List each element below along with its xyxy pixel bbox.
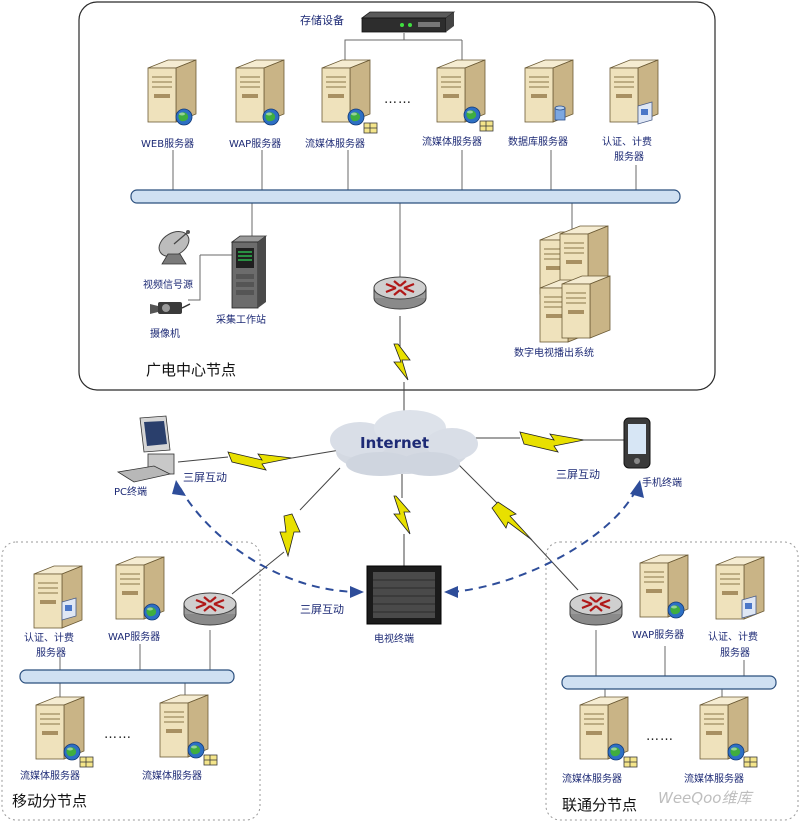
mobile-auth-label-1: 认证、计费 — [24, 631, 74, 644]
tv-terminal — [366, 565, 442, 625]
center-node-frame — [78, 1, 716, 391]
interaction-label-left: 三屏互动 — [183, 471, 227, 484]
unicom-node-title: 联通分节点 — [562, 796, 637, 814]
mobile-streaming-a-label: 流媒体服务器 — [20, 769, 80, 782]
storage-device — [360, 11, 456, 33]
unicom-ellipsis: …… — [646, 729, 674, 744]
pc-terminal-label: PC终端 — [114, 485, 147, 498]
camera-icon — [150, 302, 191, 314]
unicom-auth-label-2: 服务器 — [720, 646, 750, 659]
center-bus — [130, 189, 681, 204]
auth-server-label-1: 认证、计费 — [602, 135, 652, 148]
watermark-logo: WeeQoo维库 — [654, 786, 796, 808]
interaction-arrows — [179, 487, 637, 593]
unicom-streaming-b-label: 流媒体服务器 — [684, 772, 744, 785]
unicom-auth-server — [715, 556, 765, 620]
tv-terminal-label: 电视终端 — [374, 632, 414, 645]
unicom-node-frame — [545, 541, 799, 821]
web-server — [147, 59, 197, 126]
unicom-node-bus — [561, 675, 777, 690]
capture-workstation — [230, 235, 268, 309]
mobile-wap-label: WAP服务器 — [108, 630, 160, 643]
unicom-streaming-server-b — [699, 696, 758, 768]
unicom-node-router — [568, 591, 624, 627]
mobile-node-router — [182, 591, 238, 627]
streaming-server-1 — [321, 59, 378, 134]
mobile-auth-server — [33, 565, 83, 629]
unicom-streaming-server-a — [579, 696, 638, 768]
database-server — [524, 59, 574, 123]
mobile-phone-terminal — [623, 417, 651, 469]
center-wiring — [172, 33, 637, 301]
unicom-auth-label-1: 认证、计费 — [708, 630, 758, 643]
center-node-title: 广电中心节点 — [146, 361, 236, 379]
auth-server-label-2: 服务器 — [614, 150, 644, 163]
interaction-arrowheads — [172, 480, 644, 598]
mobile-node-title: 移动分节点 — [12, 792, 87, 810]
satellite-dish-icon — [158, 230, 190, 265]
auth-billing-server — [609, 59, 659, 125]
center-ellipsis: …… — [384, 92, 412, 107]
broadcast-system — [539, 225, 611, 343]
unicom-wap-server — [639, 554, 689, 619]
mobile-streaming-server-a — [35, 696, 94, 768]
camera-label: 摄像机 — [150, 327, 180, 340]
mobile-streaming-b-label: 流媒体服务器 — [142, 769, 202, 782]
unicom-wap-label: WAP服务器 — [632, 628, 684, 641]
web-server-label: WEB服务器 — [141, 137, 194, 150]
mobile-node-bus — [19, 669, 235, 684]
mobile-ellipsis: …… — [104, 727, 132, 742]
pc-terminal — [116, 415, 175, 483]
wap-server — [235, 59, 285, 126]
mobile-streaming-server-b — [159, 694, 218, 766]
mobile-wap-server — [115, 556, 165, 621]
database-server-label: 数据库服务器 — [508, 135, 568, 148]
capture-station-label: 采集工作站 — [216, 313, 266, 326]
mobile-terminal-label: 手机终端 — [642, 476, 682, 489]
wap-server-label: WAP服务器 — [229, 137, 281, 150]
center-router — [372, 275, 428, 311]
storage-label: 存储设备 — [300, 13, 344, 27]
mobile-node-frame — [1, 541, 261, 821]
streaming-server-2 — [436, 59, 494, 132]
interaction-label-right: 三屏互动 — [556, 468, 600, 481]
video-source-label: 视频信号源 — [143, 278, 193, 291]
mobile-auth-label-2: 服务器 — [36, 646, 66, 659]
internet-cloud — [330, 410, 478, 476]
streaming-server-2-label: 流媒体服务器 — [422, 135, 482, 148]
streaming-server-1-label: 流媒体服务器 — [305, 137, 365, 150]
internet-label: Internet — [360, 434, 429, 452]
watermark-text: WeeQoo维库 — [658, 789, 754, 807]
wireless-links — [177, 316, 628, 595]
broadcast-system-label: 数字电视播出系统 — [514, 346, 594, 359]
interaction-label-bottom: 三屏互动 — [300, 603, 344, 616]
unicom-streaming-a-label: 流媒体服务器 — [562, 772, 622, 785]
